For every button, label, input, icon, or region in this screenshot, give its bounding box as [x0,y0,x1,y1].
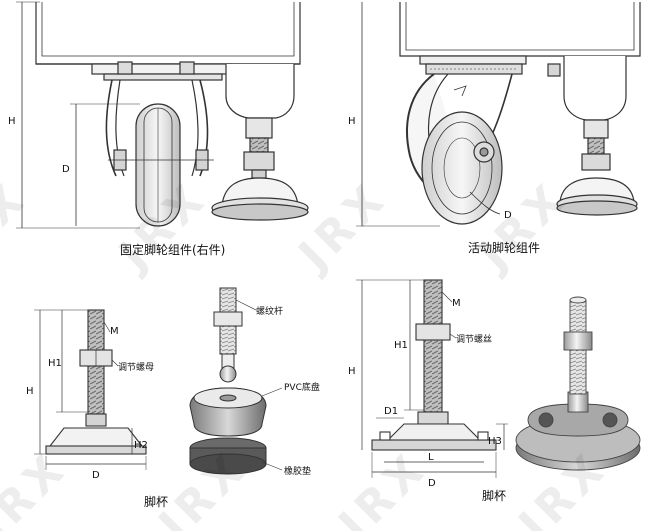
foot-b-dim-l: L [428,452,434,463]
swivel-caster-dim-d: D [504,210,512,221]
foot-a-dim-h2: H2 [134,440,148,451]
foot-b-dim-h: H [348,366,356,377]
foot-b-dim-d: D [428,478,436,489]
watermark-text-1: JRX [0,172,38,282]
foot-b-dim-d1: D1 [384,406,398,417]
leveling-foot-b-drawing [356,279,508,478]
swivel-caster-dim-h: H [348,116,356,127]
leveling-foot-b-render [515,296,641,471]
foot-a-label-rod: 螺纹杆 [256,305,283,317]
fixed-caster-caption: 固定脚轮组件(右件) [120,242,225,257]
foot-a-dim-h1: H1 [48,358,62,369]
foot-b-dim-h3: H3 [488,436,502,447]
foot-a-dim-m: M [110,326,119,337]
foot-a-label-pad: 橡胶垫 [284,465,311,477]
fixed-caster-drawing [16,1,309,229]
foot-b-dim-m: M [452,298,461,309]
fixed-caster-dim-d: D [62,164,70,175]
watermark-text-5: JRX [0,442,78,531]
foot-a-dim-h: H [26,386,34,397]
swivel-caster-drawing [356,2,641,227]
leveling-foot-drawing [34,309,147,470]
swivel-caster-caption: 活动脚轮组件 [468,240,540,255]
foot-b-caption: 脚杯 [482,488,506,503]
foot-a-label-nut: 调节螺母 [118,362,154,373]
foot-a-dim-d: D [92,470,100,481]
leveling-foot-exploded [189,287,283,475]
foot-b-label-nut: 调节螺丝 [456,333,492,345]
watermark-text-3: JRX [287,172,397,282]
watermark-text-7: JRX [327,442,437,531]
fixed-caster-dim-h: H [8,116,16,127]
foot-a-label-base: PVC底盘 [284,381,320,393]
foot-b-dim-h1: H1 [394,340,408,351]
foot-a-caption: 脚杯 [144,494,168,509]
